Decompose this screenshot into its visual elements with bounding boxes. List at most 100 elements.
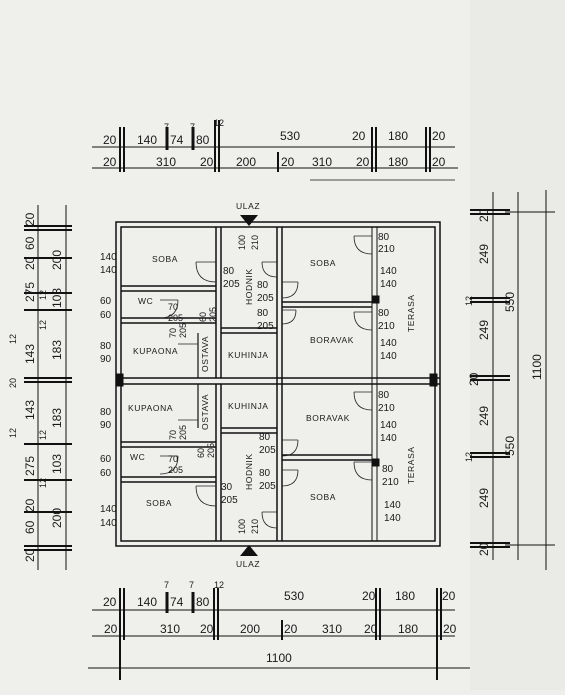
opening-width: 100 — [237, 519, 247, 534]
opening-height: 205 — [257, 293, 274, 304]
opening-width: 30 — [221, 482, 233, 493]
dim-label: 143 — [23, 400, 37, 420]
dim-label: 20 — [432, 155, 446, 169]
opening-height: 210 — [250, 519, 260, 534]
room-label-kuhinja: KUHINJA — [228, 350, 269, 360]
dim-label: 140 — [137, 133, 157, 147]
entrance-label-top: ULAZ — [236, 201, 260, 211]
opening-width: 80 — [257, 280, 269, 291]
dim-label: 12 — [214, 580, 224, 590]
dim-label: 310 — [156, 155, 176, 169]
dim-label: 7 — [164, 122, 169, 132]
opening-width: 60 — [100, 454, 112, 465]
dim-label: 200 — [50, 508, 64, 528]
opening-width: 80 — [259, 468, 271, 479]
room-label-boravak: BORAVAK — [306, 413, 350, 423]
dim-label: 249 — [477, 320, 491, 340]
dim-label: 20 — [284, 622, 298, 636]
opening-width: 70 — [168, 328, 178, 338]
room-label-ostava: OSTAVA — [200, 394, 210, 430]
left-dimension-lines — [24, 205, 72, 570]
dim-label: 20 — [443, 622, 457, 636]
opening-width: 70 — [168, 454, 178, 464]
opening-height: 210 — [378, 321, 395, 332]
room-label-soba: SOBA — [152, 254, 178, 264]
dim-label: 12 — [464, 296, 474, 306]
dim-label: 7 — [164, 580, 169, 590]
dim-label: 60 — [23, 520, 37, 534]
opening-height: 140 — [380, 279, 397, 290]
opening-width: 140 — [384, 500, 401, 511]
opening-width: 140 — [100, 252, 117, 263]
opening-height: 205 — [257, 321, 274, 332]
opening-width: 100 — [237, 235, 247, 250]
dim-label: 20 — [356, 155, 370, 169]
opening-height: 140 — [384, 513, 401, 524]
dim-label: 7 — [190, 122, 195, 132]
dim-label: 143 — [23, 344, 37, 364]
dim-label: 20 — [23, 256, 37, 270]
room-label-wc: WC — [130, 452, 145, 462]
opening-width: 80 — [100, 407, 112, 418]
dim-label: 20 — [8, 378, 18, 388]
room-label-kupaona: KUPAONA — [133, 346, 178, 356]
dim-label: 180 — [398, 622, 418, 636]
entrance-arrow-icon — [240, 215, 258, 226]
dim-label: 60 — [23, 236, 37, 250]
dim-label: 200 — [240, 622, 260, 636]
left-dimension-labels: 20 60 20 275 12 143 20 143 12 275 20 60 … — [8, 212, 64, 562]
room-label-soba: SOBA — [310, 492, 336, 502]
total-width-label: 1100 — [266, 651, 292, 665]
opening-width: 60 — [198, 312, 208, 322]
opening-height: 210 — [378, 244, 395, 255]
entrance-markers: ULAZ ULAZ — [236, 201, 260, 569]
dim-label: 20 — [352, 129, 366, 143]
dim-label: 310 — [312, 155, 332, 169]
dim-label: 180 — [395, 589, 415, 603]
dim-label: 103 — [50, 454, 64, 474]
dim-label: 183 — [50, 408, 64, 428]
opening-height: 205 — [206, 443, 216, 458]
opening-height: 205 — [259, 481, 276, 492]
bottom-dimension-lines — [88, 588, 470, 680]
room-label-boravak: BORAVAK — [310, 335, 354, 345]
opening-height: 205 — [208, 307, 218, 322]
opening-height: 205 — [168, 465, 183, 475]
dim-label: 12 — [214, 118, 224, 128]
opening-width: 70 — [168, 302, 178, 312]
walls — [115, 221, 441, 547]
top-dimension-labels: 20 140 7 74 7 80 12 530 20 180 20 20 310… — [103, 118, 446, 169]
room-labels: SOBA WC KUPAONA KUHINJA SOBA BORAVAK KUP… — [128, 254, 416, 508]
dim-label: 249 — [477, 406, 491, 426]
dim-label: 530 — [284, 589, 304, 603]
opening-width: 140 — [100, 504, 117, 515]
opening-width: 140 — [380, 338, 397, 349]
right-dimension-labels: 20 249 12 249 20 249 12 249 20 550 550 1… — [464, 208, 544, 556]
opening-height: 205 — [168, 313, 183, 323]
opening-height: 205 — [259, 445, 276, 456]
dim-label: 20 — [23, 548, 37, 562]
dim-label: 20 — [103, 595, 117, 609]
entrance-arrow-icon — [240, 545, 258, 556]
dim-label: 20 — [103, 133, 117, 147]
dim-label: 20 — [467, 372, 481, 386]
total-height-label: 1100 — [530, 354, 544, 380]
opening-height: 140 — [380, 433, 397, 444]
dim-label: 20 — [477, 542, 491, 556]
room-label-wc: WC — [138, 296, 153, 306]
entrance-label-bottom: ULAZ — [236, 559, 260, 569]
dim-label: 7 — [189, 580, 194, 590]
right-dimension-lines — [470, 190, 555, 570]
dim-label: 80 — [196, 595, 210, 609]
dim-label: 200 — [236, 155, 256, 169]
opening-width: 80 — [378, 232, 390, 243]
dim-label: 20 — [23, 498, 37, 512]
opening-height: 205 — [223, 279, 240, 290]
opening-height: 205 — [178, 323, 188, 338]
opening-width: 140 — [380, 266, 397, 277]
dim-label: 20 — [200, 155, 214, 169]
dim-label: 103 — [50, 288, 64, 308]
dim-label: 530 — [280, 129, 300, 143]
dim-label: 249 — [477, 244, 491, 264]
dim-label: 140 — [137, 595, 157, 609]
